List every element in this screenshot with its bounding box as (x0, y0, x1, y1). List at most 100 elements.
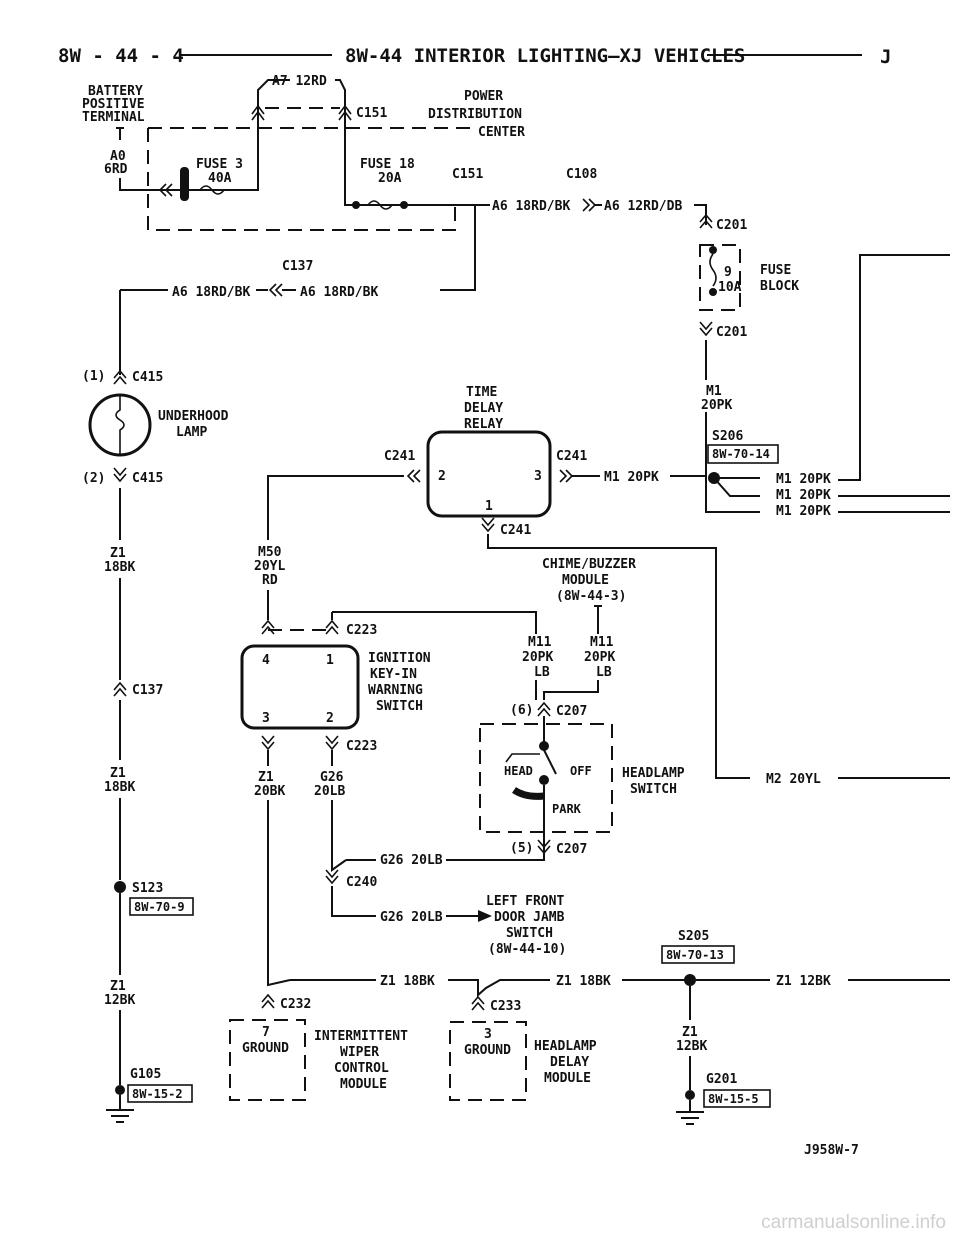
c207-pin6: (6) (510, 703, 533, 718)
wire-a6-pdc-out (440, 204, 476, 291)
a6-left-label: A6 18RD/BK (172, 285, 250, 300)
s206-ref-box (707, 444, 779, 464)
s123-ref-box (129, 897, 194, 916)
c223-top-connector-a-icon (261, 619, 275, 635)
m11-b-label-1: M11 (590, 635, 614, 650)
battery-label-1: BATTERY (88, 84, 143, 99)
z1-left-label-1: Z1 (110, 546, 126, 561)
c151-connector-icon-b (338, 104, 352, 121)
m11-b-label-2: 20PK (584, 650, 615, 665)
hl-switch-head-contact-icon (505, 753, 540, 763)
z1-18bk-b-label: Z1 18BK (556, 974, 611, 989)
z1-12bk-right-2: 12BK (676, 1039, 707, 1054)
hl-head-label: HEAD (504, 764, 533, 778)
page-ref: 8W - 44 - 4 (58, 45, 184, 67)
z1-left2-label-1: Z1 (110, 766, 126, 781)
chime-label-2: MODULE (562, 573, 609, 588)
headlamp-switch-outline (479, 723, 613, 833)
wire-z1-18bk-b (448, 979, 550, 998)
wire-m50-switch (267, 590, 333, 620)
z1-12bk-right-1: Z1 (682, 1025, 698, 1040)
watermark: carmanualsonline.info (761, 1212, 946, 1233)
wire-a7-right (335, 79, 346, 190)
z1-18bk-a-label: Z1 18BK (380, 974, 435, 989)
wire-a0 (119, 178, 150, 191)
fuse-block-element-icon (709, 253, 717, 287)
g105-ref-box (127, 1084, 193, 1103)
c233-label: C233 (490, 999, 521, 1014)
door-label-2: DOOR JAMB (494, 910, 565, 925)
c233-connector-icon (471, 995, 485, 1011)
switch-pin1: 1 (326, 653, 334, 668)
wiper-label-1: INTERMITTENT (314, 1029, 408, 1044)
g201-ground-icon (676, 1100, 704, 1125)
c241-bottom-label: C241 (500, 523, 531, 538)
c241-left-label: C241 (384, 449, 415, 464)
g105-label: G105 (130, 1067, 161, 1082)
hl-off-label: OFF (570, 764, 592, 778)
fuse-block-num: 9 (724, 265, 732, 280)
fuse3-label-1: FUSE 3 (196, 157, 243, 172)
fuse3-connector-icon (158, 183, 173, 197)
wire-m11-b (543, 620, 599, 700)
s205-label: S205 (678, 929, 709, 944)
c108-label: C108 (566, 167, 597, 182)
figure-id: J958W-7 (804, 1143, 859, 1158)
c151-connector-icon-a (251, 104, 265, 121)
c241-right-label: C241 (556, 449, 587, 464)
underhood-label-1: UNDERHOOD (158, 409, 229, 424)
fuse3-element-icon (199, 185, 225, 195)
c137-bottom-connector-icon (113, 681, 127, 697)
g26-label-1: G26 (320, 770, 344, 785)
wire-m2 (487, 534, 750, 779)
z1-left-label-2: 18BK (104, 560, 135, 575)
c223-bottom-connector-a-icon (261, 735, 275, 751)
switch-pin2: 2 (326, 711, 334, 726)
wire-z1-20bk (267, 750, 291, 987)
c240-label: C240 (346, 875, 377, 890)
z1-20bk-label-2: 20BK (254, 784, 285, 799)
fuse3-body-icon (180, 167, 189, 201)
c415-pin2: (2) (82, 471, 105, 486)
z1-12bk-left-1: Z1 (110, 979, 126, 994)
wiper-module-outline (229, 1019, 306, 1101)
fuse18-label-2: 20A (378, 171, 402, 186)
ground7-pin: 7 (262, 1025, 270, 1040)
a6-right-label: A6 18RD/BK (300, 285, 378, 300)
c223-bottom-label: C223 (346, 739, 377, 754)
c137-bottom-label: C137 (132, 683, 163, 698)
c207-top-connector-icon (537, 701, 551, 717)
c151-top-label: C151 (356, 106, 387, 121)
fuse-block-node-a (709, 246, 717, 254)
c137-top-connector-icon (268, 283, 283, 297)
wire-g26 (331, 750, 347, 872)
ignition-switch-box (240, 644, 360, 730)
z1-12bk-left-2: 12BK (104, 993, 135, 1008)
c415-top-connector-icon (113, 369, 127, 385)
hl-park-label: PARK (552, 802, 582, 816)
relay-pin2: 2 (438, 469, 446, 484)
ground3-pin: 3 (484, 1027, 492, 1042)
pdc-label-2: DISTRIBUTION (428, 107, 522, 122)
c241-left-connector-icon (406, 469, 421, 483)
relay-label-1: TIME (466, 385, 497, 400)
fuse18-node-a (352, 201, 360, 209)
hl-switch-node-bottom (539, 775, 549, 785)
g626-bottom-label: G26 20LB (380, 910, 443, 925)
a0-label-2: 6RD (104, 162, 128, 177)
hl-switch-label-1: HEADLAMP (622, 766, 685, 781)
s123-splice-dot (114, 881, 126, 893)
g105-ground-icon (106, 1095, 134, 1123)
pdc-label-1: POWER (464, 89, 503, 104)
c201-top-label: C201 (716, 218, 747, 233)
c108-connector-icon (582, 198, 597, 212)
ign-label-3: WARNING (368, 683, 423, 698)
ign-label-2: KEY-IN (370, 667, 417, 682)
fuse-block-amp: 10A (718, 280, 742, 295)
pdc-outline (147, 127, 470, 231)
wire-m1-right (838, 495, 950, 513)
c201-bottom-label: C201 (716, 325, 747, 340)
m1-branch-1-label: M1 20PK (776, 472, 831, 487)
c207-bottom-label: C207 (556, 842, 587, 857)
